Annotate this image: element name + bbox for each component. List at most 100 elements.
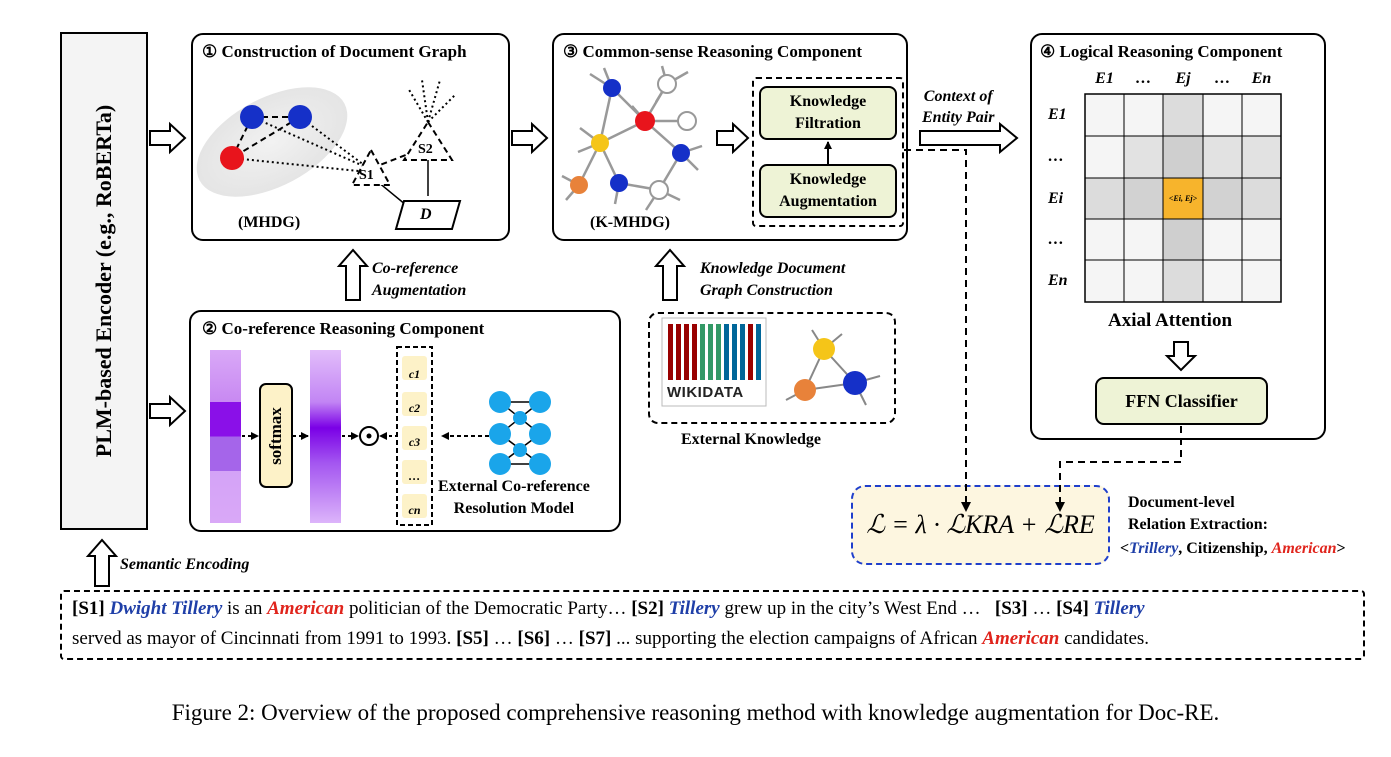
loss-box [851,485,1110,565]
c-item-3: c3 [408,435,421,449]
mhdg-label: (MHDG) [238,214,301,231]
plm-encoder-box [60,32,148,530]
axial-attention-label: Axial Attention [1108,310,1233,331]
arrow-context [919,121,1019,155]
highlighted-cell: <Ei, Ej> [1168,194,1198,203]
c-item-1: c1 [408,367,421,381]
arrow-graph-to-commonsense [511,121,549,155]
document-line-1: [S1] Dwight Tillery is an American polit… [72,598,1145,620]
panel3-title: ③ Common-sense Reasoning Component [563,42,862,62]
coref-aug-label: Co-reference Augmentation [372,258,466,302]
context-line1: Context of [923,88,993,105]
semantic-encoding-label: Semantic Encoding [120,556,250,573]
hollow-arrows [85,121,1198,587]
softmax-box [259,383,293,488]
filtration-line2: Filtration [795,115,861,132]
col-header-en: En [1251,70,1272,87]
kdg-label: Knowledge Document Graph Construction [700,258,845,302]
wikidata-wordmark: WIKIDATA [667,384,744,401]
doc-s6: [S6] [517,628,551,649]
s2-node [402,120,454,161]
col-header-dots2: … [1214,70,1231,87]
col-header-dots1: … [1135,70,1152,87]
doc-s3: [S3] [994,598,1028,619]
arrow-kdg [653,248,687,301]
kdg-line2: Graph Construction [700,282,833,299]
c-item-4: … [408,469,421,483]
row-header-dots2: … [1048,231,1064,248]
s2-label: S2 [418,142,433,157]
arrow-coref-aug [336,248,370,301]
filtration-line1: Knowledge [789,93,867,110]
coref-model-line2: Resolution Model [453,500,575,517]
augmentation-line1: Knowledge [789,171,867,188]
c-item-n: cn [408,503,421,517]
context-line2: Entity Pair [922,109,995,126]
doc-s4: [S4] [1056,598,1089,619]
row-header-ei: Ei [1048,190,1064,207]
panel3-title-text: Common-sense Reasoning Component [582,42,863,61]
panel4-number: ④ [1040,42,1056,61]
doc-s2: [S2] [631,598,664,619]
doc-tillery-1: Tillery [668,598,720,619]
doc-t1: is an [227,598,263,619]
ffn-classifier-box [1095,377,1268,425]
panel2-title: ② Co-reference Reasoning Component [202,319,484,339]
document-line-2: served as mayor of Cincinnati from 1991 … [72,628,1149,650]
doc-dots-2: … [554,628,574,649]
doc-t4: … [1032,598,1052,619]
coref-aug-line1: Co-reference [372,260,459,277]
doc-dots-1: … [493,628,513,649]
triple-head: Trillery [1129,540,1179,557]
coref-aug-line2: Augmentation [372,282,467,299]
doc-s1: [S1] [72,598,105,619]
augmentation-line2: Augmentation [779,193,877,210]
document-box [60,590,1365,660]
arrow-semantic [85,538,119,587]
panel4-title-text: Logical Reasoning Component [1059,42,1283,61]
d-label: D [420,206,432,223]
grid-col-headers: E1 … Ej … En [1085,70,1281,88]
arrow-kmhdg-to-filtration [716,121,750,155]
external-mini-graph [785,329,881,406]
s1-node [350,147,392,186]
doc-american-1: American [267,598,345,619]
panel1-title-text: Construction of Document Graph [221,42,467,61]
coref-model-network [489,391,551,475]
col-header-e1: E1 [1095,70,1114,87]
row-header-e1: E1 [1048,106,1067,123]
kmhdg-label: (K-MHDG) [590,214,670,231]
output-line2: Relation Extraction: [1128,516,1268,533]
doc-dwight: Dwight Tillery [109,598,223,619]
col-header-ej: Ej [1175,70,1191,87]
output-line1: Document-level [1128,494,1235,511]
kdg-line1: Knowledge Document [700,260,846,277]
context-label: Context of Entity Pair [922,86,994,128]
doc-tillery-2: Tillery [1093,598,1145,619]
panel2-title-text: Co-reference Reasoning Component [221,319,485,338]
doc-t6: ... supporting the election campaigns of… [616,628,978,649]
doc-t7: candidates. [1064,628,1150,649]
arrow-axial-to-ffn [1164,341,1198,372]
triple-tail: American [1271,540,1337,557]
doc-s5: [S5] [456,628,489,649]
attention-vector [310,350,341,523]
attention-grid [1084,93,1282,303]
relation-output: Document-level Relation Extraction: [1128,492,1268,536]
figure-caption: Figure 2: Overview of the proposed compr… [171,700,1220,725]
panel3-number: ③ [563,42,579,61]
input-vector [210,350,241,523]
relation-triple: <Trillery, Citizenship, American> [1120,540,1346,557]
triple-relation: Citizenship [1186,540,1264,557]
panel1-number: ① [202,42,218,61]
ffn-classifier-label: FFN Classifier [1125,391,1238,411]
softmax-label: softmax [266,407,285,465]
s1-label: S1 [359,168,374,183]
dashed-connectors [904,149,1182,504]
doc-t3: grew up in the city’s West End … [724,598,981,619]
panel4-title: ④ Logical Reasoning Component [1040,42,1282,62]
arrow-encoder-to-coref [149,394,187,428]
panel1-title: ① Construction of Document Graph [202,42,467,62]
